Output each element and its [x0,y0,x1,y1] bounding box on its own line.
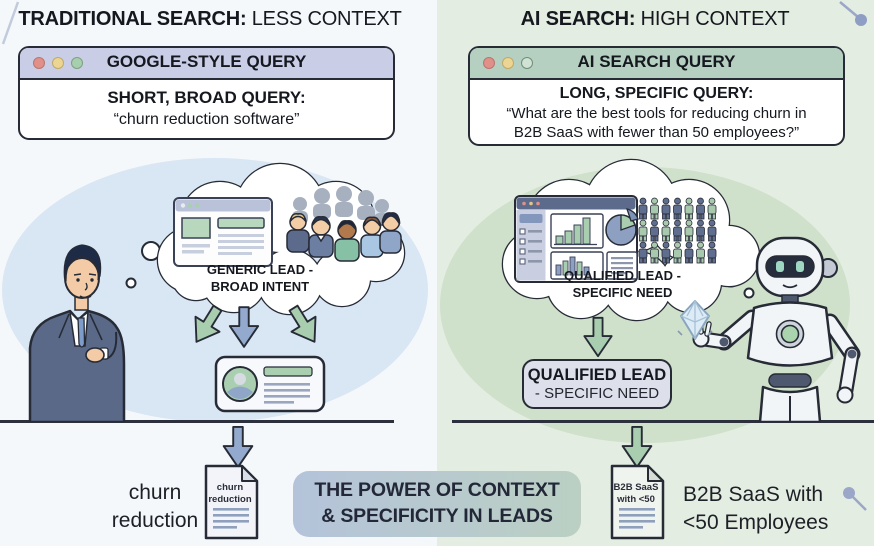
right-browser-titlebar: AI SEARCH QUERY [470,48,843,80]
qualified-lead-box: QUALIFIED LEAD - SPECIFIC NEED [522,359,672,409]
right-result-line2: <50 Employees [683,511,829,535]
left-result-line1: churn [128,481,182,504]
traffic-lights-icon [33,57,83,69]
right-heading: AI SEARCH: HIGH CONTEXT [455,8,855,31]
green-traffic-light-icon [521,57,533,69]
right-result-text: B2B SaaS with <50 Employees [683,481,843,538]
qualified-lead-line1: QUALIFIED LEAD [527,365,667,384]
lead-contact-card [214,355,326,413]
right-heading-rest: HIGH CONTEXT [635,8,790,30]
left-query-label: SHORT, BROAD QUERY: [107,88,306,107]
dashboard-icon [514,195,639,283]
left-document-icon [204,464,259,540]
right-cloud-label-line1: QUALIFIED LEAD - [564,268,681,283]
left-cloud-label-line1: GENERIC LEAD - [206,262,314,277]
left-document-label-line1: churn [216,482,244,493]
yellow-traffic-light-icon [52,57,64,69]
arrow-down-green-qualified [583,316,613,358]
left-heading-rest: LESS CONTEXT [246,8,402,30]
right-query-line2: B2B SaaS with fewer than 50 employees?” [513,124,800,141]
banner-line2: & SPECIFICITY IN LEADS [321,505,553,527]
left-thought-cloud [156,162,406,316]
center-banner: THE POWER OF CONTEXT & SPECIFICITY IN LE… [293,471,581,537]
arrow-down-green-result [621,425,653,469]
left-query-text: “churn reduction software” [113,111,300,128]
right-heading-bold: AI SEARCH: [520,8,636,30]
webpage-icon [173,197,273,267]
left-result-line2: reduction [111,509,199,533]
arrow-down-green-right [288,304,317,343]
right-query-body: LONG, SPECIFIC QUERY: “What are the best… [470,80,843,141]
right-browser-window: AI SEARCH QUERY LONG, SPECIFIC QUERY: “W… [468,46,845,146]
right-query-label: LONG, SPECIFIC QUERY: [559,85,754,102]
crystal-icon [677,300,713,340]
left-heading: TRADITIONAL SEARCH: LESS CONTEXT [10,8,410,31]
right-window-title: AI SEARCH QUERY [577,52,736,71]
left-document-label-line2: reduction [208,493,252,505]
right-cloud-label: QUALIFIED LEAD - SPECIFIC NEED [535,268,710,302]
right-cloud-label-line2: SPECIFIC NEED [572,284,673,300]
robot-illustration [690,236,861,422]
left-cloud-label: GENERIC LEAD - BROAD INTENT [175,262,345,296]
red-traffic-light-icon [33,57,45,69]
left-browser-window: GOOGLE-STYLE QUERY SHORT, BROAD QUERY: “… [18,46,395,140]
yellow-traffic-light-icon [502,57,514,69]
left-cloud-label-line2: BROAD INTENT [210,278,310,294]
arrow-down-blue-middle [228,306,260,348]
left-result-text: churn reduction [95,479,215,536]
left-window-title: GOOGLE-STYLE QUERY [106,52,307,71]
right-document-label-line1: B2B SaaS [613,482,659,493]
arrow-down-blue-result [222,425,254,469]
left-query-body: SHORT, BROAD QUERY: “churn reduction sof… [20,80,393,129]
green-traffic-light-icon [71,57,83,69]
ground-line-left [0,420,394,423]
left-heading-bold: TRADITIONAL SEARCH: [18,8,247,30]
right-document-label-line2: with <50 [617,493,655,505]
right-document-label: B2B SaaS with <50 [608,482,664,506]
network-node-decoration-top-right [839,1,867,26]
right-query-line1: “What are the best tools for reducing ch… [506,105,807,122]
qualified-lead-line2: - SPECIFIC NEED [534,384,660,402]
ground-line-right [452,420,874,423]
banner-line1: THE POWER OF CONTEXT [314,479,560,502]
network-node-decoration-bottom-right [843,487,867,511]
arrow-down-green-left [194,304,223,343]
network-line-decoration-top-left [1,1,20,45]
right-result-line1: B2B SaaS with [683,483,824,506]
left-browser-titlebar: GOOGLE-STYLE QUERY [20,48,393,80]
left-document-label: churn reduction [202,482,258,506]
people-grid-icon [638,197,717,264]
businessman-illustration [28,244,126,422]
right-document-icon [610,464,665,540]
red-traffic-light-icon [483,57,495,69]
crowd-icon [286,186,402,262]
traffic-lights-icon [483,57,533,69]
right-thought-cloud [501,158,761,322]
